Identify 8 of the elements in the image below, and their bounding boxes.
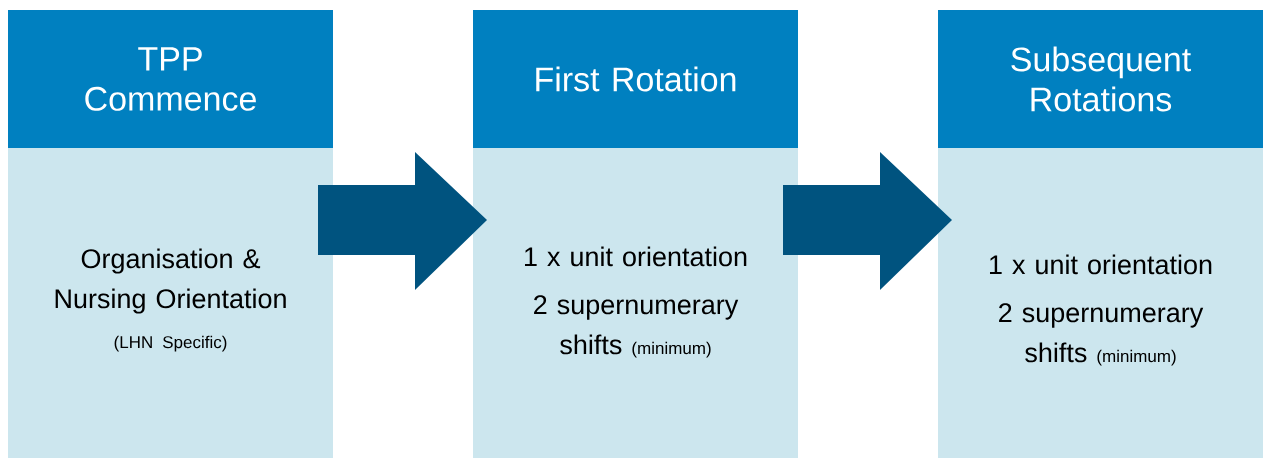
- block-arrow: [318, 152, 487, 290]
- node-label: TPP Commence: [85, 47, 256, 111]
- node-label: First Rotation: [536, 66, 736, 92]
- column-box: First Rotation 1 x unit orientation 2 supernumerary shifts (minimum): [473, 10, 798, 458]
- column-box: TPP Commence Organisation & Nursing Orientation (LHN Specific): [8, 10, 333, 458]
- column-box: Subsequent Rotations 1 x unit orientation 2 supernumerary shifts (minimum): [938, 10, 1263, 458]
- block-arrow: [783, 152, 952, 290]
- node-label: Subsequent Rotations: [1011, 46, 1191, 112]
